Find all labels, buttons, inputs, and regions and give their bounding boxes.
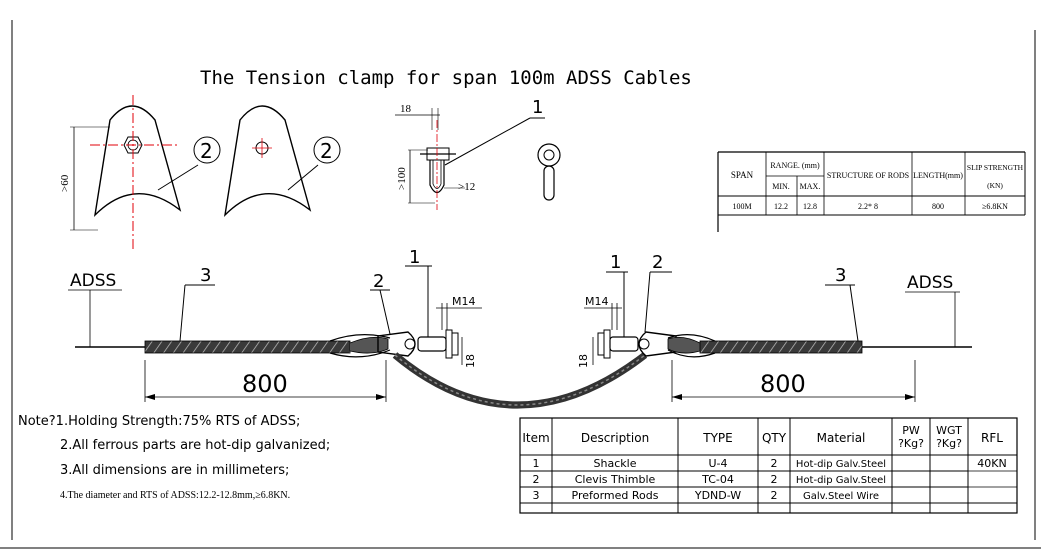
- dim-800-left: 800: [242, 370, 288, 398]
- parts-header-item: Item: [522, 431, 549, 445]
- parts-header-pw-unit: ?Kg?: [898, 437, 924, 450]
- spec-header-slip-unit: (KN): [987, 181, 1003, 190]
- assembly-right: 1 2 3 ADSS M14 18 800: [577, 252, 972, 402]
- dim-800-right: 800: [760, 370, 806, 398]
- parts-header-qty: QTY: [762, 431, 787, 445]
- parts-header-description: Description: [581, 431, 649, 445]
- parts-r2-desc: Clevis Thimble: [575, 473, 656, 486]
- spec-header-max: MAX.: [800, 182, 821, 191]
- parts-header-type: TYPE: [702, 431, 732, 445]
- shackle-left: [417, 336, 447, 352]
- spec-cell-span: 100M: [732, 202, 751, 211]
- callout-3-left: 3: [200, 265, 211, 286]
- spec-header-length: LENGTH(mm): [913, 171, 963, 180]
- note-4: 4.The diameter and RTS of ADSS:12.2-12.8…: [60, 490, 290, 501]
- callout-2-left: 2: [373, 271, 384, 292]
- dim-height-100: >100: [396, 167, 408, 190]
- parts-r1-item: 1: [533, 457, 540, 470]
- label-adss-left: ADSS: [70, 271, 116, 291]
- parts-r3-type: YDND-W: [694, 489, 741, 502]
- note-3: 3.All dimensions are in millimeters;: [60, 463, 289, 478]
- dim-18-right: 18: [577, 354, 590, 368]
- parts-r3-qty: 2: [771, 489, 778, 502]
- parts-header-wgt-unit: ?Kg?: [936, 437, 962, 450]
- parts-r2-type: TC-04: [701, 473, 734, 486]
- dim-m14-right: M14: [585, 295, 609, 308]
- notes-block: Note?1.Holding Strength:75% RTS of ADSS;…: [18, 414, 330, 501]
- dim-18-left: 18: [464, 354, 477, 368]
- thimble-side-view: 2: [223, 105, 341, 218]
- drawing-title: The Tension clamp for span 100m ADSS Cab…: [200, 67, 692, 89]
- spec-header-span: SPAN: [731, 170, 754, 180]
- dim-m14-left: M14: [452, 295, 476, 308]
- callout-1-top: 1: [532, 97, 543, 118]
- callout-2-right: 2: [652, 252, 663, 273]
- parts-header-rfl: RFL: [981, 431, 1003, 445]
- parts-r1-type: U-4: [708, 457, 727, 470]
- parts-r1-material: Hot-dip Galv.Steel: [796, 459, 886, 470]
- spec-cell-min: 12.2: [774, 202, 788, 211]
- spec-cell-max: 12.8: [803, 202, 817, 211]
- parts-r2-material: Hot-dip Galv.Steel: [796, 475, 886, 486]
- parts-r3-item: 3: [533, 489, 540, 502]
- spec-table: SPAN RANGE. (mm) MIN. MAX. STRUCTURE OF …: [717, 151, 1026, 232]
- note-2: 2.All ferrous parts are hot-dip galvaniz…: [60, 438, 330, 453]
- callout-1-right: 1: [610, 252, 621, 273]
- parts-r3-material: Galv.Steel Wire: [803, 491, 879, 502]
- spec-cell-structure: 2.2* 8: [858, 202, 878, 211]
- callout-1-left: 1: [409, 247, 420, 268]
- parts-r2-item: 2: [533, 473, 540, 486]
- thimble-front-view: 2 >60: [59, 95, 221, 250]
- parts-r1-desc: Shackle: [594, 457, 637, 470]
- label-adss-right: ADSS: [907, 273, 953, 293]
- parts-header-wgt: WGT: [936, 424, 962, 437]
- shackle-detail: 18 >100 >12 1: [395, 97, 561, 210]
- spec-cell-length: 800: [932, 202, 944, 211]
- note-1: Note?1.Holding Strength:75% RTS of ADSS;: [18, 414, 300, 429]
- spec-header-range: RANGE. (mm): [770, 161, 820, 170]
- spec-header-min: MIN.: [772, 182, 790, 191]
- parts-r1-rfl: 40KN: [977, 457, 1006, 470]
- spec-header-structure: STRUCTURE OF RODS: [827, 171, 909, 180]
- parts-header-material: Material: [817, 431, 866, 445]
- parts-r1-qty: 2: [771, 457, 778, 470]
- dim-width-18: 18: [400, 103, 412, 115]
- callout-3-right: 3: [835, 265, 846, 286]
- spec-cell-slip: ≥6.8KN: [982, 202, 1008, 211]
- callout-2-a: 2: [200, 139, 213, 163]
- callout-2-b: 2: [320, 139, 333, 163]
- parts-header-pw: PW: [902, 424, 920, 437]
- dim-height-60: >60: [59, 174, 71, 192]
- parts-table: Item Description TYPE QTY Material PW ?K…: [519, 417, 1018, 514]
- parts-r3-desc: Preformed Rods: [572, 489, 659, 502]
- parts-r2-qty: 2: [771, 473, 778, 486]
- assembly-left: ADSS 3 2 1 M14 18 800: [68, 247, 482, 402]
- preformed-rods-left: [144, 340, 351, 354]
- spec-header-slip: SLIP STRENGTH: [967, 163, 1024, 172]
- dim-gap-12: >12: [458, 181, 475, 193]
- shackle-right: [609, 336, 639, 352]
- preformed-rods-right: [699, 340, 863, 354]
